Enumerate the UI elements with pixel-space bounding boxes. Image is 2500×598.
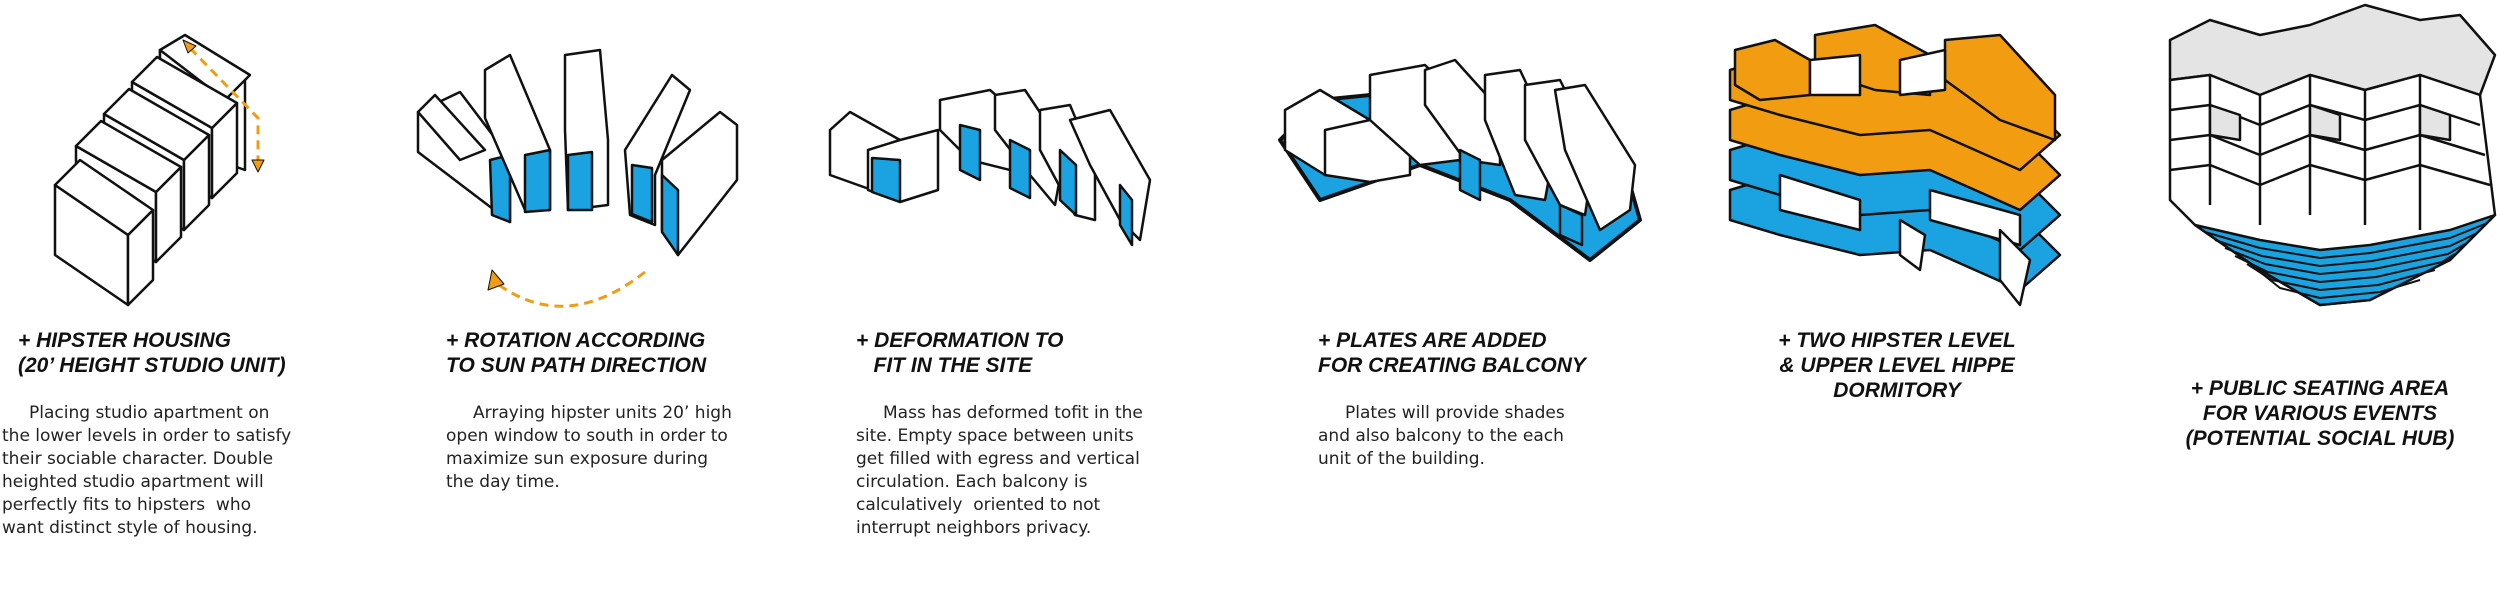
- studio-unit-box: [53, 158, 155, 307]
- rotated-unit-box: [483, 53, 552, 214]
- step-description: Arraying hipster units 20’ high open win…: [446, 403, 732, 492]
- public-seating-steps: [2193, 213, 2497, 307]
- step-title: + PLATES ARE ADDED FOR CREATING BALCONY: [1318, 329, 1586, 377]
- deformed-mass-illustration: [828, 88, 1152, 247]
- step-2-panel: + ROTATION ACCORDING TO SUN PATH DIRECTI…: [400, 0, 820, 598]
- balcony-plates-illustration: [1278, 58, 1642, 262]
- sun-path-arrow: [494, 270, 646, 308]
- step-description: Placing studio apartment on the lower le…: [2, 403, 292, 538]
- rotated-unit-box: [563, 48, 610, 212]
- step-title: + TWO HIPSTER LEVEL & UPPER LEVEL HIPPE …: [1778, 329, 2016, 402]
- shift-direction-arrow: [188, 46, 260, 165]
- step-title: + HIPSTER HOUSING (20’ HEIGHT STUDIO UNI…: [18, 329, 286, 377]
- public-seating-illustration: [2168, 3, 2497, 307]
- rotated-unit-box: [623, 73, 692, 227]
- step-title: + ROTATION ACCORDING TO SUN PATH DIRECTI…: [446, 329, 707, 377]
- studio-units-illustration: [53, 33, 265, 307]
- step-title: + PUBLIC SEATING AREA FOR VARIOUS EVENTS…: [2185, 377, 2455, 450]
- step-4-panel: + PLATES ARE ADDED FOR CREATING BALCONY …: [1260, 0, 1700, 598]
- step-1-panel: + HIPSTER HOUSING (20’ HEIGHT STUDIO UNI…: [0, 0, 400, 598]
- rotated-unit-box: [416, 90, 512, 224]
- step-title: + DEFORMATION TO FIT IN THE SITE: [856, 329, 1064, 377]
- step-6-panel: + PUBLIC SEATING AREA FOR VARIOUS EVENTS…: [2150, 0, 2500, 598]
- rotated-units-illustration: [416, 48, 739, 308]
- deformed-unit-box: [993, 88, 1067, 207]
- step-description: Plates will provide shades and also balc…: [1318, 403, 1565, 469]
- deformed-unit-box: [828, 110, 940, 204]
- deformed-unit-box: [1068, 108, 1152, 247]
- dormitory-level-orange: [1728, 23, 2062, 212]
- step-description: Mass has deformed tofit in the site. Emp…: [856, 403, 1143, 538]
- hipster-dormitory-levels-illustration: [1728, 23, 2062, 307]
- step-5-panel: + TWO HIPSTER LEVEL & UPPER LEVEL HIPPE …: [1700, 0, 2100, 598]
- rotated-unit-box: [660, 110, 739, 257]
- step-3-panel: + DEFORMATION TO FIT IN THE SITE Mass ha…: [820, 0, 1260, 598]
